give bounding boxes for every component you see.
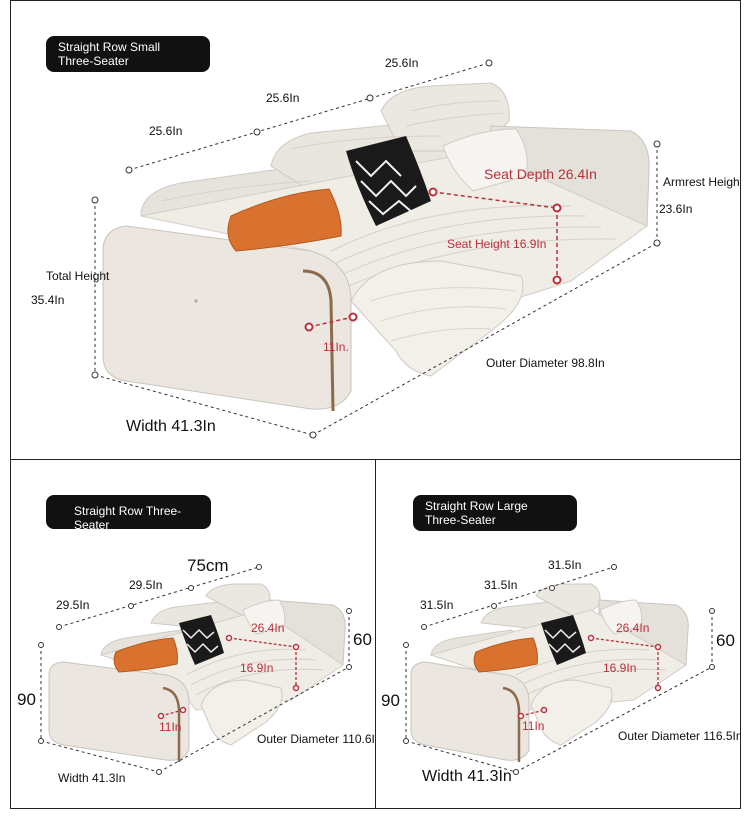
armrest-height-value: 23.6In bbox=[659, 202, 693, 216]
total-height-label: 90 bbox=[381, 691, 400, 710]
width-label: Width 41.3In bbox=[58, 771, 126, 785]
sofa-illustration-top bbox=[91, 59, 661, 439]
sofa-illustration-left bbox=[38, 564, 352, 775]
product-title: Straight Row Three-Seater bbox=[74, 504, 182, 532]
seat-height-label: 16.9In bbox=[603, 661, 637, 675]
outer-diameter-label: Outer Diameter 116.5In bbox=[618, 729, 741, 743]
seat-width-label: 25.6In bbox=[149, 124, 183, 138]
header-dimension-label: 31.5In bbox=[548, 558, 582, 572]
outer-diameter-label: Outer Diameter 98.8In bbox=[486, 356, 605, 370]
outer-diameter-label: Outer Diameter 110.6In bbox=[257, 732, 377, 746]
arm-width-label: 11In. bbox=[323, 340, 349, 354]
armrest-height-label: 60 bbox=[716, 631, 735, 650]
product-title-badge: Straight Row Large Three-Seater bbox=[413, 495, 577, 531]
seat-width-label: 31.5In bbox=[484, 578, 518, 592]
total-height-label: 90 bbox=[17, 690, 36, 709]
armrest-height-label: Armrest Height bbox=[663, 175, 741, 189]
seat-depth-label: 26.4In bbox=[616, 621, 650, 635]
seat-width-label: 25.6In bbox=[385, 56, 419, 70]
seat-width-label: 29.5In bbox=[56, 598, 90, 612]
seat-depth-label: 26.4In bbox=[251, 621, 285, 635]
seat-width-label: 25.6In bbox=[266, 91, 300, 105]
arm-width-label: 11In bbox=[159, 720, 182, 734]
sofa-illustration-right bbox=[403, 564, 715, 775]
arm-width-label: 11In bbox=[522, 719, 545, 733]
product-title: Straight Row Large Three-Seater bbox=[425, 499, 528, 527]
product-title-badge: Straight Row Small Three-Seater bbox=[46, 36, 210, 72]
seat-width-label: 29.5In bbox=[129, 578, 163, 592]
seat-height-label: Seat Height 16.9In bbox=[447, 237, 547, 251]
right-product-panel: Straight Row Large Three-Seater 31.5In 3… bbox=[375, 459, 741, 809]
width-label: Width 41.3In bbox=[126, 418, 216, 435]
total-height-label: Total Height bbox=[46, 269, 110, 283]
left-product-panel: Straight Row Three-Seater 75cm 29.5In 29… bbox=[10, 459, 377, 809]
product-title-badge: Straight Row Three-Seater bbox=[46, 495, 211, 532]
product-title: Straight Row Small Three-Seater bbox=[58, 40, 161, 68]
top-product-panel: Straight Row Small Three-Seater 25.6In 2… bbox=[10, 0, 741, 460]
width-label: Width 41.3In bbox=[422, 768, 512, 785]
total-height-value: 35.4In bbox=[31, 293, 65, 307]
armrest-height-label: 60 bbox=[353, 630, 372, 649]
seat-width-label: 31.5In bbox=[420, 598, 454, 612]
seat-depth-label: Seat Depth 26.4In bbox=[484, 166, 597, 182]
seat-height-label: 16.9In bbox=[240, 661, 274, 675]
header-dimension-label: 75cm bbox=[187, 556, 229, 575]
